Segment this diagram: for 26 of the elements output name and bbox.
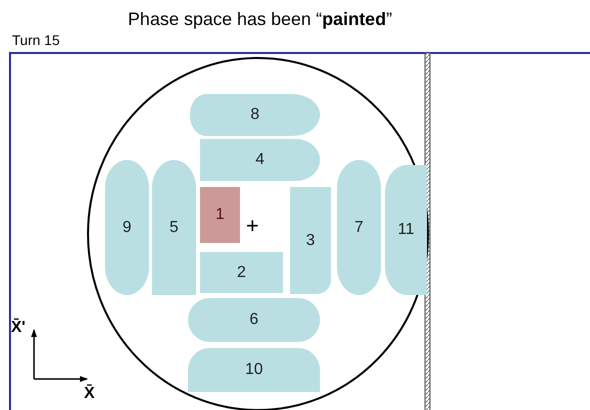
beamlet-shape [152, 160, 196, 295]
beamlet-number: 10 [245, 361, 263, 379]
beamlet-shape [188, 298, 320, 342]
beamlet-number: 9 [122, 218, 132, 236]
beamlet-number: 4 [256, 151, 264, 169]
beamlet-shape [188, 348, 320, 392]
diagram-title: Phase space has been “painted” [126, 9, 394, 30]
beamlet-number: 7 [354, 218, 364, 236]
beamlet-shape [385, 165, 427, 295]
beamlet-number: 2 [237, 264, 246, 282]
beamlet-shape [105, 160, 149, 295]
beamlet-shape [200, 252, 283, 293]
beamlet-number: 5 [170, 218, 178, 236]
beamlet-number: 3 [306, 232, 315, 250]
beamlet-number: 1 [216, 206, 224, 224]
beamlet-number: 8 [250, 106, 260, 124]
beamlet-number: 11 [398, 221, 414, 239]
beamlet-shape [190, 94, 320, 136]
axis-label: X̄ [84, 385, 95, 403]
turn-label: Turn 15 [12, 33, 60, 48]
centre-marker: + [246, 214, 259, 238]
beamlet-shape [290, 187, 331, 294]
axis-label: X̄' [11, 319, 26, 337]
beamlet-number: 6 [250, 311, 258, 329]
highlighted-beamlet [200, 187, 240, 243]
beamlet-shape [200, 139, 320, 181]
